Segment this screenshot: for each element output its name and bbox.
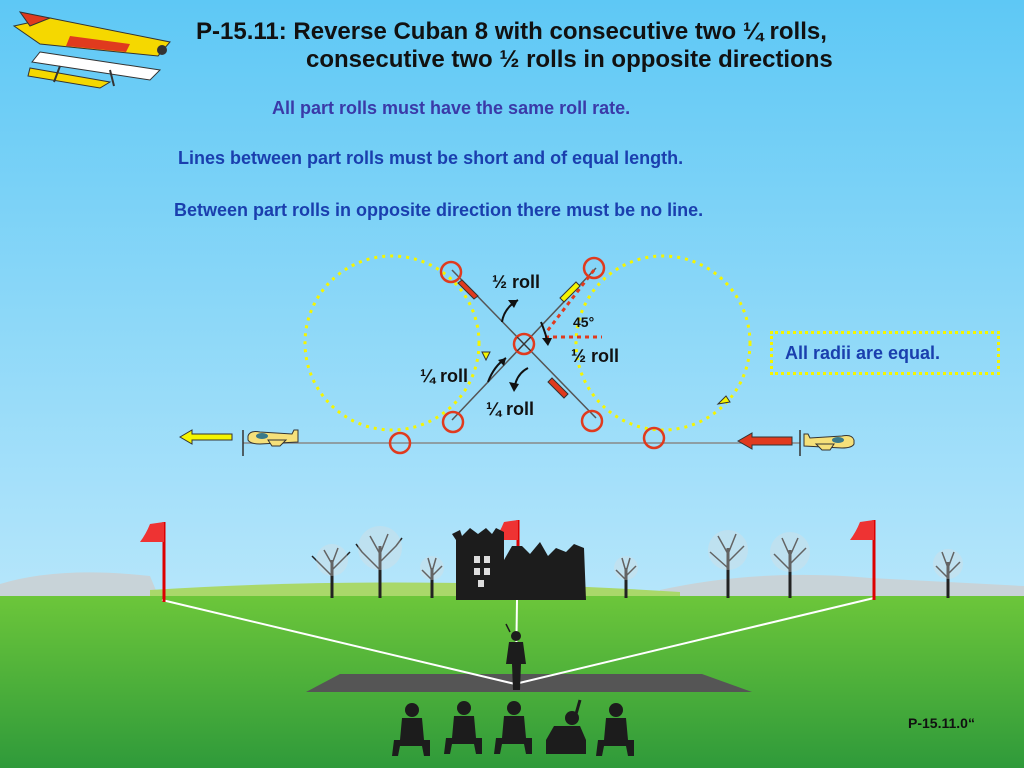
quarter-roll-label: ¼ roll xyxy=(420,366,469,386)
right-loop xyxy=(574,254,752,432)
plane-icon xyxy=(247,429,299,447)
flag-left xyxy=(140,522,166,602)
radii-note-box: All radii are equal. xyxy=(770,331,1000,375)
judges xyxy=(392,699,634,756)
figure-code: P-15.11.0“ xyxy=(908,715,975,731)
entry-arrow xyxy=(736,432,793,450)
hills xyxy=(660,574,1024,600)
roll-arrowheads xyxy=(498,300,552,392)
plane-icon xyxy=(803,433,855,451)
pilot-figure xyxy=(505,623,526,690)
castle-ruin xyxy=(452,528,586,600)
angle-label: 45° xyxy=(573,314,595,330)
line-length-note: Lines between part rolls must be short a… xyxy=(178,148,684,168)
title-line-1: P-15.11: Reverse Cuban 8 with consecutiv… xyxy=(196,18,827,45)
runway xyxy=(306,674,752,692)
path-arrows xyxy=(457,279,731,405)
roll-rate-note: All part rolls must have the same roll r… xyxy=(272,98,631,118)
left-loop xyxy=(303,254,481,432)
quarter-roll-label: ¼ roll xyxy=(486,399,535,419)
trees xyxy=(311,526,963,598)
radii-note: All radii are equal. xyxy=(785,343,941,363)
half-roll-label: ½ roll xyxy=(492,272,541,292)
flag-right xyxy=(850,520,876,600)
hills xyxy=(0,572,160,600)
exit-arrow xyxy=(179,429,233,445)
aerobatic-plane-icon xyxy=(12,11,171,89)
half-roll-label: ½ roll xyxy=(571,346,620,366)
roll-markers xyxy=(388,256,666,455)
angle-reference xyxy=(543,269,602,339)
title-line-2: consecutive two ½ rolls in opposite dire… xyxy=(306,46,833,73)
center-marker xyxy=(512,332,536,356)
no-line-note: Between part rolls in opposite direction… xyxy=(174,200,704,220)
